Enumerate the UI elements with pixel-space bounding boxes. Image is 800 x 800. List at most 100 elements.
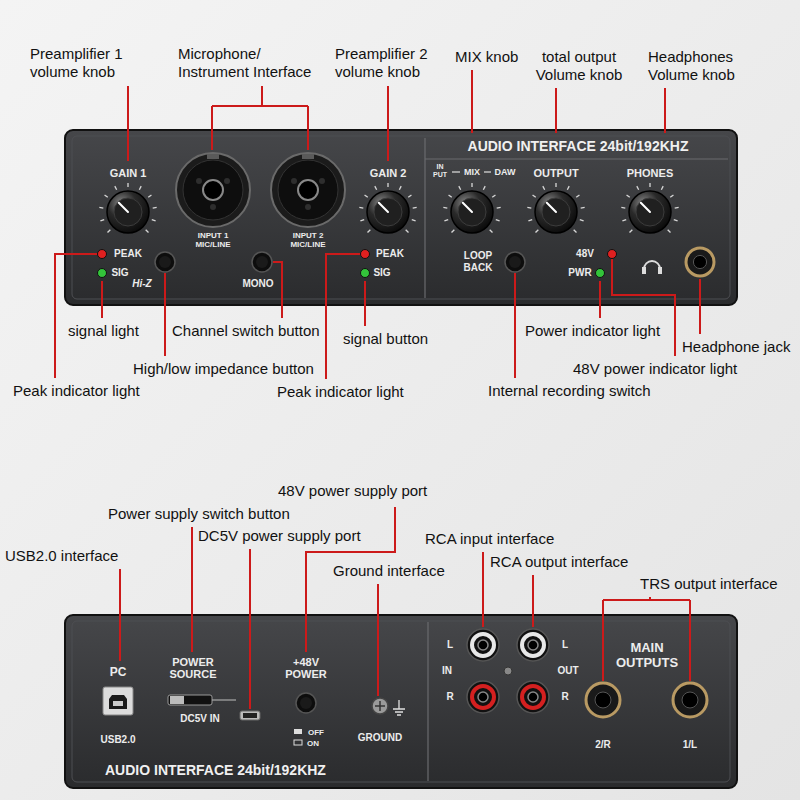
rca-ring bbox=[472, 686, 494, 708]
jack-ring bbox=[271, 153, 345, 227]
label-anchor: USB2.0 interface bbox=[5, 547, 118, 565]
knob-cap bbox=[458, 198, 486, 226]
callout-label: MIX knob bbox=[455, 48, 518, 66]
knob-tick bbox=[533, 195, 536, 197]
callout-label: 48V power supply port bbox=[278, 482, 427, 500]
jack-hole bbox=[682, 692, 698, 708]
label-anchor: L bbox=[562, 639, 568, 651]
jack-face bbox=[278, 160, 338, 220]
leader-line bbox=[532, 575, 534, 627]
jack-hole bbox=[298, 180, 318, 200]
panel-marking: 48V bbox=[576, 248, 594, 260]
leader-line bbox=[377, 584, 379, 696]
knob-body bbox=[535, 191, 577, 233]
callout-label: Power indicator light bbox=[525, 322, 660, 340]
rca-ring bbox=[522, 686, 544, 708]
volume-knob bbox=[527, 183, 584, 233]
panel-marking: AUDIO INTERFACE 24bit/192KHZ bbox=[105, 762, 326, 778]
knob-tick bbox=[359, 207, 363, 209]
headphone-icon bbox=[642, 261, 662, 274]
label-anchor: USB2.0 bbox=[100, 734, 135, 746]
callout-label: Preamplifier 1 volume knob bbox=[30, 45, 140, 81]
pin-hole bbox=[196, 178, 202, 184]
panel-marking: 1/L bbox=[683, 739, 697, 751]
callout-label: USB2.0 interface bbox=[5, 547, 118, 565]
panel-marking: AUDIO INTERFACE 24bit/192KHZ bbox=[468, 138, 689, 154]
label-anchor: GROUND bbox=[358, 732, 402, 744]
panel-marking: IN PUT bbox=[430, 163, 450, 179]
knob-tick bbox=[148, 195, 151, 197]
panel-marking: SIG bbox=[111, 267, 128, 279]
label-anchor: Power supply switch button bbox=[108, 505, 290, 523]
combo-jack bbox=[271, 153, 345, 227]
knob-tick bbox=[387, 183, 388, 187]
mount-screw bbox=[504, 667, 512, 675]
callout-label: TRS output interface bbox=[640, 575, 778, 593]
leader-line bbox=[364, 281, 366, 326]
panel-marking: L bbox=[447, 639, 453, 651]
label-anchor: DC5V power supply port bbox=[198, 527, 361, 545]
dash-mark bbox=[484, 171, 491, 172]
label-anchor: Peak indicator light bbox=[277, 383, 404, 401]
knob-tick bbox=[543, 186, 545, 190]
callout-label: Microphone/ Instrument Interface bbox=[178, 45, 330, 81]
panel-bevel bbox=[72, 621, 730, 782]
leader-line bbox=[387, 86, 389, 161]
panel-marking: DAW bbox=[495, 167, 516, 178]
indicator-led bbox=[596, 269, 605, 278]
button-cap bbox=[509, 256, 521, 268]
callout-label: signal button bbox=[343, 330, 428, 348]
knob-tick bbox=[637, 186, 639, 190]
rca-base bbox=[517, 629, 549, 661]
rca-ring bbox=[472, 634, 494, 656]
panel-marking: DC5V IN bbox=[180, 713, 219, 725]
jack-hole bbox=[595, 692, 611, 708]
knob-body bbox=[451, 191, 493, 233]
label-anchor: High/low impedance button bbox=[133, 360, 314, 378]
label-anchor: IN PUT bbox=[430, 163, 450, 179]
knob-tick bbox=[567, 186, 569, 190]
label-anchor: IN bbox=[442, 665, 452, 677]
panel-marking: POWER SOURCE bbox=[165, 656, 221, 680]
trs-jack bbox=[686, 248, 714, 276]
label-anchor: 2/R bbox=[595, 739, 611, 751]
volume-knob bbox=[99, 183, 156, 233]
panel-marking: IN bbox=[442, 665, 452, 677]
label-anchor: R bbox=[446, 691, 453, 703]
leader-line bbox=[55, 254, 97, 378]
knob-tick bbox=[649, 183, 650, 187]
panel-marking: 2/R bbox=[595, 739, 611, 751]
label-anchor: RCA input interface bbox=[425, 530, 554, 548]
label-anchor: Hi-Z bbox=[132, 278, 151, 290]
knob-tick bbox=[443, 207, 447, 209]
label-anchor: 48V power supply port bbox=[278, 482, 427, 500]
leader-line bbox=[127, 86, 129, 161]
knob-tick bbox=[399, 186, 401, 190]
rca-jack bbox=[517, 629, 549, 661]
label-anchor: Preamplifier 2 volume knob bbox=[335, 45, 455, 81]
knob-tick bbox=[365, 195, 368, 197]
panel-marking: PEAK bbox=[376, 248, 404, 260]
rca-jack bbox=[517, 681, 549, 713]
label-anchor: signal button bbox=[343, 330, 428, 348]
panel-marking: ON bbox=[307, 739, 319, 748]
callout-label: Peak indicator light bbox=[13, 382, 140, 400]
label-anchor: Peak indicator light bbox=[13, 382, 140, 400]
switch-state-icon bbox=[294, 740, 302, 745]
label-anchor: Preamplifier 1 volume knob bbox=[30, 45, 140, 81]
combo-jack bbox=[176, 153, 250, 227]
knob-tick bbox=[412, 220, 416, 221]
label-anchor: SIG bbox=[111, 267, 128, 279]
callout-label: Power supply switch button bbox=[108, 505, 290, 523]
panel-marking: +48V POWER bbox=[282, 656, 330, 680]
dash-mark bbox=[452, 171, 460, 172]
micro-usb-port bbox=[240, 711, 260, 720]
button-cap bbox=[300, 697, 312, 709]
panel-bevel bbox=[72, 136, 730, 299]
headphone-cup bbox=[658, 267, 662, 274]
leader-line bbox=[212, 86, 308, 150]
callout-label: signal light bbox=[68, 322, 139, 340]
label-anchor: PEAK bbox=[114, 248, 142, 260]
knob-tick bbox=[576, 195, 579, 197]
